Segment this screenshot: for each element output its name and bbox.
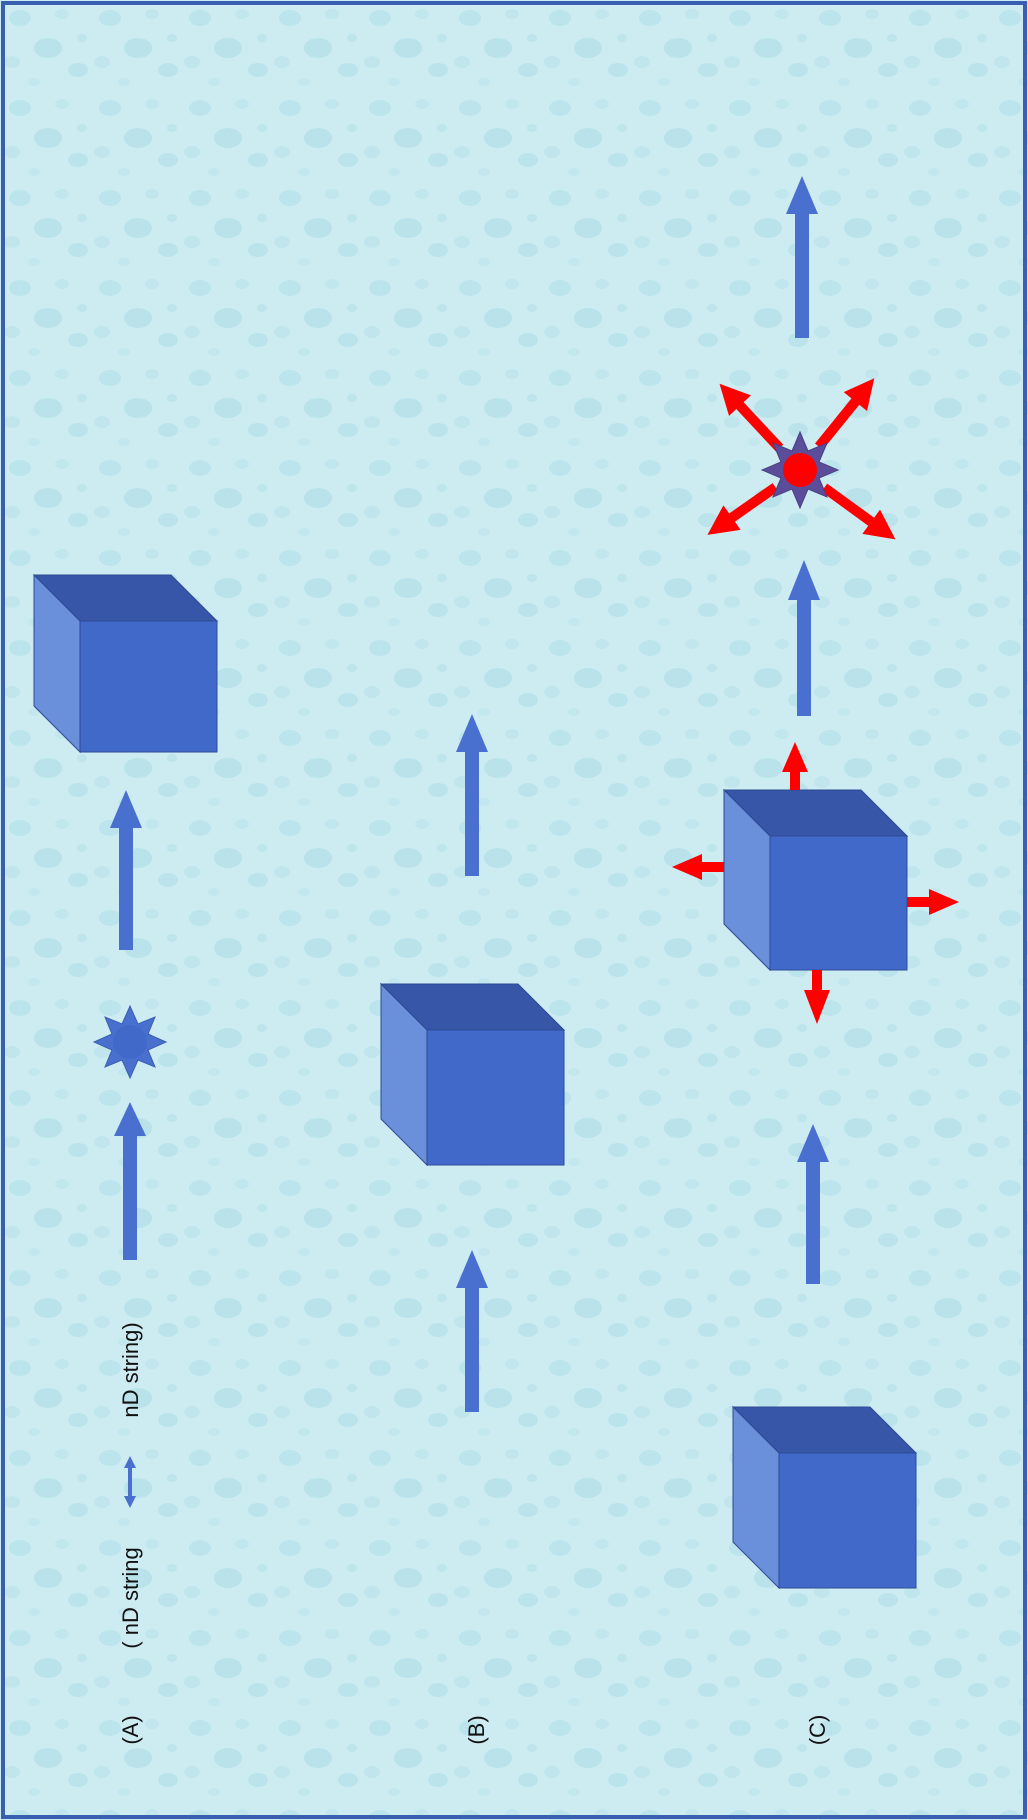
starburst-particle-icon: [94, 1006, 166, 1078]
label-b: (B): [464, 1715, 489, 1744]
cube-icon: [381, 984, 564, 1165]
label-c: (C): [805, 1715, 830, 1746]
cube-icon: [724, 790, 907, 970]
string-left-label: ( nD string: [118, 1547, 143, 1648]
string-right-label: nD string): [118, 1322, 143, 1417]
cube-icon: [34, 575, 217, 752]
cube-icon: [733, 1407, 916, 1588]
starburst-particle-icon: [762, 432, 838, 508]
label-a: (A): [118, 1715, 143, 1744]
